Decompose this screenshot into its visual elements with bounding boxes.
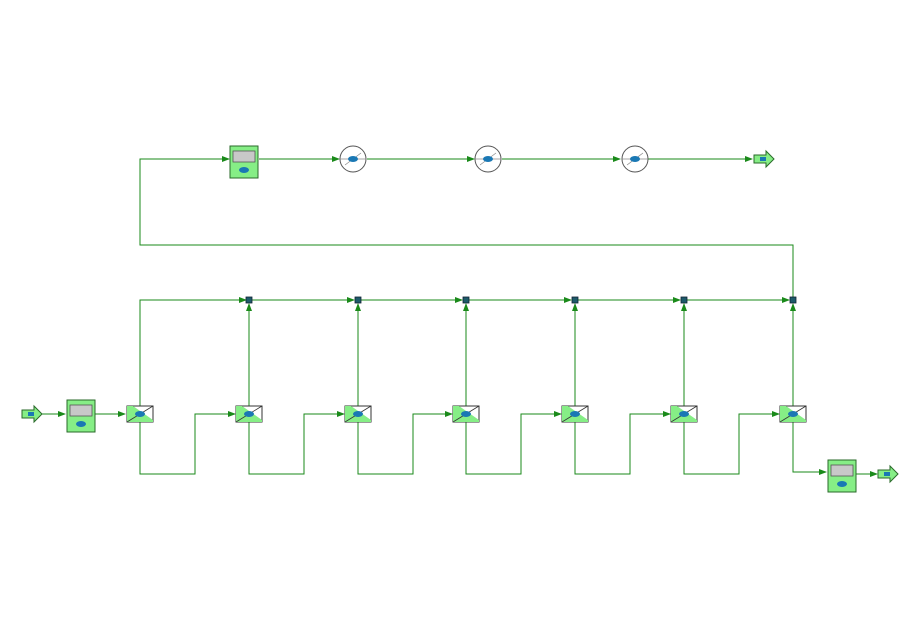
- display-screen: [232, 150, 256, 163]
- display-indicator: [76, 421, 86, 427]
- stage-indicator: [570, 411, 580, 417]
- wire: [574, 411, 671, 475]
- port-dot: [760, 157, 766, 161]
- bus-junction-5[interactable]: [680, 296, 688, 304]
- stage-block-7[interactable]: [779, 405, 807, 423]
- stage-block-4[interactable]: [452, 405, 480, 423]
- wire: [683, 411, 780, 475]
- display-screen: [69, 404, 93, 417]
- bus-junction-6[interactable]: [789, 296, 797, 304]
- wire: [139, 411, 236, 475]
- wire: [139, 156, 794, 297]
- stage-block-2[interactable]: [235, 405, 263, 423]
- stage-block-5[interactable]: [561, 405, 589, 423]
- bus-junction-1[interactable]: [245, 296, 253, 304]
- stage-indicator: [788, 411, 798, 417]
- display-indicator: [837, 481, 847, 487]
- filter-indicator: [483, 156, 493, 162]
- stage-block-1[interactable]: [126, 405, 154, 423]
- port-dot: [28, 412, 34, 416]
- wire: [248, 411, 345, 475]
- stage-indicator: [679, 411, 689, 417]
- stage-indicator: [353, 411, 363, 417]
- display-screen: [830, 464, 854, 477]
- display-indicator: [239, 167, 249, 173]
- filter-circle-2[interactable]: [474, 145, 502, 173]
- filter-indicator: [348, 156, 358, 162]
- stage-indicator: [461, 411, 471, 417]
- input-port[interactable]: [21, 404, 43, 424]
- input-display[interactable]: [66, 399, 96, 433]
- wire: [465, 411, 562, 475]
- connection-wires: [42, 156, 878, 477]
- wire: [139, 297, 247, 406]
- diagram-nodes: [21, 145, 899, 493]
- filter-indicator: [630, 156, 640, 162]
- stage-indicator: [135, 411, 145, 417]
- filter-circle-3[interactable]: [621, 145, 649, 173]
- output-display[interactable]: [827, 459, 857, 493]
- feedback-output-port[interactable]: [753, 149, 775, 169]
- stage-block-6[interactable]: [670, 405, 698, 423]
- filter-circle-1[interactable]: [339, 145, 367, 173]
- wire: [792, 422, 827, 475]
- stage-indicator: [244, 411, 254, 417]
- port-dot: [884, 472, 890, 476]
- bus-junction-4[interactable]: [571, 296, 579, 304]
- stage-block-3[interactable]: [344, 405, 372, 423]
- output-port[interactable]: [877, 464, 899, 484]
- bus-junction-3[interactable]: [462, 296, 470, 304]
- bus-junction-2[interactable]: [354, 296, 362, 304]
- wire: [357, 411, 453, 475]
- feedback-display[interactable]: [229, 145, 259, 179]
